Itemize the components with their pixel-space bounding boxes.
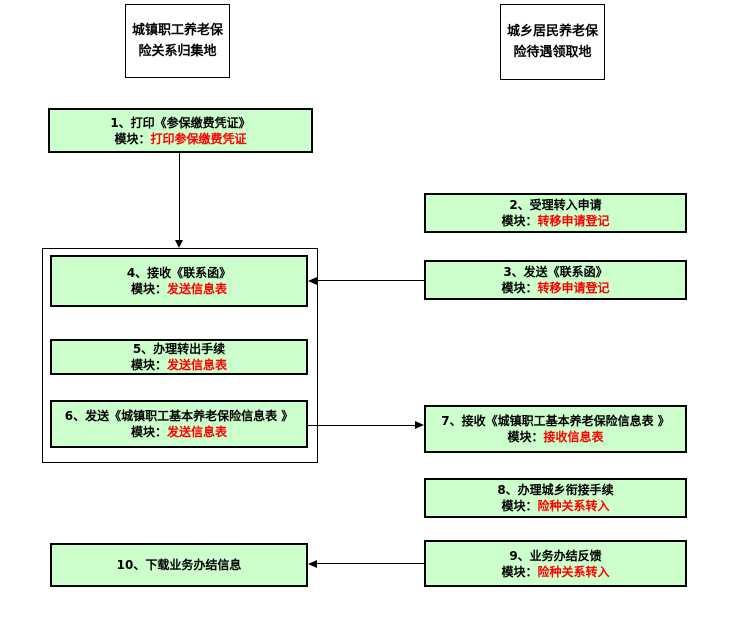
module-line: 模块：发送信息表 <box>131 424 227 440</box>
box-title: 4、接收《联系函》 <box>126 266 232 280</box>
arrowhead-left-icon <box>308 560 317 568</box>
module-line: 模块：发送信息表 <box>131 281 227 297</box>
box-title: 1、打印《参保缴费凭证》 <box>110 115 251 130</box>
module-value: 发送信息表 <box>167 425 228 439</box>
header-line: 城乡居民养老保 <box>506 24 598 39</box>
header-box-resident-pension-destination: 城乡居民养老保 险待遇领取地 <box>500 4 605 80</box>
header-line: 险关系归集地 <box>138 44 217 59</box>
process-box-3: 3、发送《联系函》 模块：转移申请登记 <box>424 260 687 300</box>
process-box-10: 10、下载业务办结信息 <box>50 543 308 587</box>
module-label: 模块： <box>130 358 167 372</box>
module-value: 转移申请登记 <box>537 214 610 228</box>
process-box-8: 8、办理城乡衔接手续 模块：险种关系转入 <box>424 478 687 518</box>
arrowhead-down-icon <box>175 240 183 248</box>
arrow-line <box>316 563 424 564</box>
group-outline-steps-4-to-6 <box>42 248 318 463</box>
module-label: 模块： <box>130 282 167 296</box>
box-title: 9、业务办结反馈 <box>509 548 602 563</box>
module-value: 险种关系转入 <box>537 499 610 513</box>
module-value: 发送信息表 <box>167 282 228 296</box>
arrowhead-left-icon <box>308 277 317 285</box>
module-value: 险种关系转入 <box>537 564 610 579</box>
module-value: 接收信息表 <box>543 430 604 444</box>
module-label: 模块： <box>501 499 538 513</box>
process-box-4: 4、接收《联系函》 模块：发送信息表 <box>50 255 308 307</box>
module-value: 发送信息表 <box>167 358 228 372</box>
header-line: 城镇职工养老保 <box>131 23 223 38</box>
process-box-2: 2、受理转入申请 模块：转移申请登记 <box>424 193 687 233</box>
module-label: 模块： <box>114 131 151 146</box>
box-title: 5、办理转出手续 <box>132 342 226 356</box>
arrowhead-right-icon <box>415 421 424 429</box>
arrow-line <box>316 280 424 281</box>
arrow-line <box>308 425 416 426</box>
header-box-employee-pension-origin: 城镇职工养老保 险关系归集地 <box>125 4 230 78</box>
header-line: 险待遇领取地 <box>513 45 592 60</box>
module-line: 模块：发送信息表 <box>131 357 227 373</box>
module-label: 模块： <box>501 281 538 295</box>
module-label: 模块： <box>501 564 538 579</box>
module-label: 模块： <box>507 430 544 444</box>
process-box-7: 7、接收《城镇职工基本养老保险信息表 》 模块：接收信息表 <box>424 405 687 453</box>
module-line: 模块：险种关系转入 <box>501 564 609 580</box>
process-box-9: 9、业务办结反馈 模块：险种关系转入 <box>424 540 687 587</box>
box-title: 8、办理城乡衔接手续 <box>497 483 614 497</box>
arrow-line <box>179 153 180 242</box>
process-box-1: 1、打印《参保缴费凭证》 模块：打印参保缴费凭证 <box>48 108 313 153</box>
box-title: 6、发送《城镇职工基本养老保险信息表 》 <box>64 409 294 423</box>
box-title: 2、受理转入申请 <box>509 198 602 212</box>
module-line: 模块：转移申请登记 <box>501 213 609 229</box>
box-title: 7、接收《城镇职工基本养老保险信息表 》 <box>441 414 670 428</box>
box-title: 3、发送《联系函》 <box>503 265 608 279</box>
module-line: 模块：打印参保缴费凭证 <box>114 131 246 147</box>
process-box-6: 6、发送《城镇职工基本养老保险信息表 》 模块：发送信息表 <box>50 400 308 448</box>
module-value: 转移申请登记 <box>537 281 610 295</box>
process-box-5: 5、办理转出手续 模块：发送信息表 <box>50 339 308 375</box>
module-line: 模块：险种关系转入 <box>501 498 609 514</box>
box-title: 10、下载业务办结信息 <box>116 558 242 572</box>
module-label: 模块： <box>130 425 167 439</box>
module-value: 打印参保缴费凭证 <box>150 131 247 146</box>
module-label: 模块： <box>501 214 538 228</box>
module-line: 模块：转移申请登记 <box>501 280 609 296</box>
module-line: 模块：接收信息表 <box>507 429 603 445</box>
